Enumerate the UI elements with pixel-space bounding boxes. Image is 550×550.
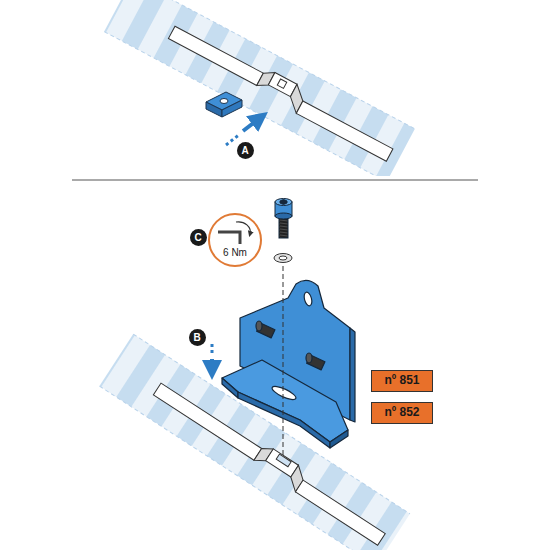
- striped-band: [99, 334, 410, 550]
- callout-letter: A: [237, 142, 254, 159]
- callout-letter: B: [189, 329, 206, 346]
- part-number: nº 852: [384, 406, 419, 419]
- divider-line: [72, 180, 478, 181]
- washer: [274, 254, 292, 263]
- push-arrow: [212, 344, 213, 370]
- torque-value: 6 Nm: [223, 247, 247, 258]
- axis-line: [283, 266, 284, 455]
- part-number: nº 851: [384, 374, 419, 387]
- cap-screw: [275, 199, 292, 239]
- spring-clip: [206, 92, 242, 117]
- metal-strip: [166, 21, 399, 161]
- part-number-tag: nº 851: [371, 370, 433, 392]
- insert-arrow: [226, 118, 260, 145]
- threaded-stud: [256, 321, 275, 338]
- callout-letter: C: [194, 232, 201, 243]
- callout-letter: C: [190, 229, 207, 246]
- striped-band: [104, 0, 415, 176]
- callout-letter: B: [193, 332, 200, 343]
- callout-letter: A: [241, 145, 248, 156]
- threaded-stud: [306, 353, 325, 370]
- part-number-tag: nº 852: [371, 402, 433, 424]
- mounting-bracket: [222, 280, 355, 448]
- torque-callout: 6 Nm: [208, 213, 262, 267]
- hex-key-icon: [218, 222, 250, 244]
